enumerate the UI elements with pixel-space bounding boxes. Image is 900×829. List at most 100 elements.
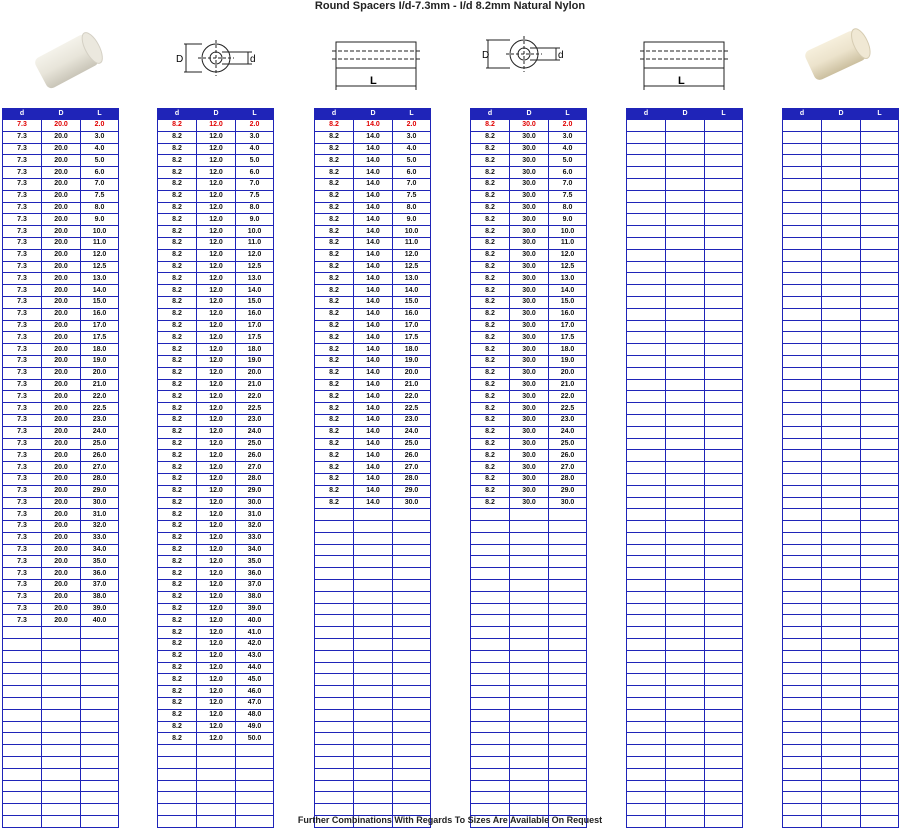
cell-D [821,472,861,486]
cell-d: 7.3 [2,142,42,156]
table-row [782,803,899,817]
cell-L [80,685,119,699]
cell-L: 31.0 [80,508,119,522]
cell-d [782,378,822,392]
cell-d: 7.3 [2,331,42,345]
cell-D: 12.0 [196,343,236,356]
cell-d: 8.2 [470,307,510,321]
cell-D [665,673,705,687]
cell-L [548,685,587,699]
cell-D: 20.0 [41,272,81,286]
cell-L [548,697,587,710]
cell-D: 30.0 [509,331,549,345]
cell-d [782,626,822,640]
cell-D [353,590,393,604]
cell-L [860,354,899,368]
cell-d [782,697,822,710]
cell-L [704,708,743,722]
cell-D [665,508,705,522]
cell-L: 17.0 [548,319,587,333]
cell-D [665,343,705,356]
table-row [626,354,743,368]
cell-L [704,390,743,404]
cell-L [392,614,431,628]
cell-D [821,295,861,309]
cell-d: 8.2 [314,260,354,274]
cell-D: 20.0 [41,201,81,215]
cell-D: 12.0 [196,354,236,368]
cell-L: 24.0 [80,425,119,439]
cell-D: 12.0 [196,260,236,274]
table-row [314,673,431,687]
cell-D: 20.0 [41,260,81,274]
cell-D [509,555,549,569]
cell-D [821,449,861,463]
spacer-photo-right [805,28,871,80]
diagram-label-d-2: d [558,50,564,61]
cell-L: 22.0 [548,390,587,404]
cell-d [626,354,666,368]
table-row [470,708,587,722]
cell-D [353,708,393,722]
cell-L: 32.0 [80,520,119,533]
cell-d: 8.2 [314,425,354,439]
cell-L: 30.0 [80,496,119,510]
cell-d [782,331,822,345]
cell-D [353,697,393,710]
cell-D: 12.0 [196,531,236,545]
cell-D: 30.0 [509,142,549,156]
cell-D: 12.0 [196,449,236,463]
cell-D [353,508,393,522]
table-row [626,685,743,699]
cell-L [704,767,743,781]
col-header-L: L [704,108,743,120]
cell-D [665,142,705,156]
cell-D: 30.0 [509,496,549,510]
cell-d [314,767,354,781]
cell-D [665,461,705,474]
cell-L [704,166,743,179]
cell-d: 8.2 [157,673,197,687]
table-row [626,791,743,805]
cell-L [80,661,119,675]
cell-d: 8.2 [314,130,354,144]
cell-L [548,638,587,651]
cell-D [665,130,705,144]
table-row [626,390,743,404]
table-row [782,567,899,581]
cell-L: 21.0 [392,378,431,392]
cell-L: 18.0 [392,343,431,356]
cell-L: 17.5 [80,331,119,345]
table-row [2,756,119,769]
cell-L: 48.0 [235,708,274,722]
cell-d [314,543,354,557]
cell-L [235,779,274,793]
col-header-D: D [509,108,549,120]
cell-d [626,520,666,533]
cell-D: 14.0 [353,425,393,439]
cell-d [470,685,510,699]
cell-L: 4.0 [548,142,587,156]
cell-d [2,697,42,710]
cell-L [860,295,899,309]
cell-d [626,366,666,380]
cell-L [704,555,743,569]
cell-L: 33.0 [235,531,274,545]
table-row [626,555,743,569]
cell-L [860,720,899,734]
cell-d [626,119,666,132]
col-header-D: D [821,108,861,120]
table-row [157,756,274,769]
cell-L [704,720,743,734]
